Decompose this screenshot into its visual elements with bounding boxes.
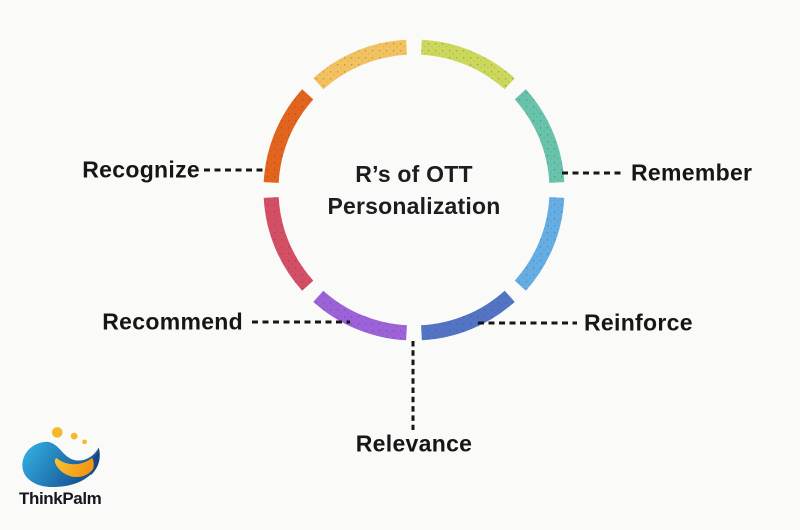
logo-dot-large [51,427,63,438]
ring-segment-texture [263,89,314,184]
ring-segment-texture [313,290,408,341]
ring-segment-texture [263,196,314,291]
logo-wave-tip [90,447,100,476]
label-recognize: Recognize [82,156,200,183]
ring-segment-texture [420,39,515,90]
diagram-title-line1: R’s of OTT [355,160,473,187]
diagram-title: R’s of OTT Personalization [274,158,554,222]
label-relevance: Relevance [355,430,473,457]
logo-dot-small [82,439,87,445]
label-remember: Remember [631,159,753,186]
ring-segment-texture [313,39,408,90]
thinkpalm-logo: ThinkPalm [16,422,116,509]
logo-wave-orange [54,447,100,478]
label-reinforce: Reinforce [584,309,693,336]
thinkpalm-logo-text: ThinkPalm [19,489,102,508]
label-recommend: Recommend [102,308,243,335]
ring-segments [263,39,565,341]
ring-segment-texture [514,89,565,184]
ring-segment-texture [420,290,515,341]
diagram-title-line2: Personalization [327,193,501,219]
logo-dot-medium [70,432,78,440]
ring-segment-texture [514,196,565,291]
thinkpalm-logo-icon [22,427,100,488]
